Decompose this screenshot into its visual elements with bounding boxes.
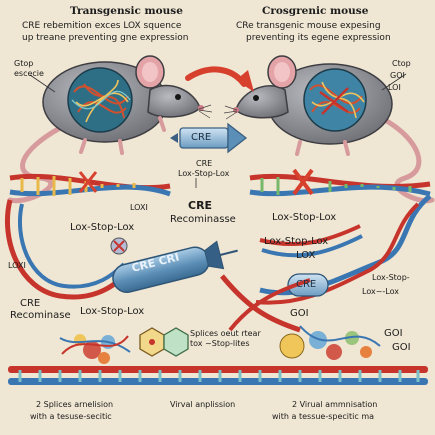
lox-right-label: LOX xyxy=(296,250,316,261)
lower-red-fibers xyxy=(220,274,311,333)
cre-big-label: CRE xyxy=(188,199,213,212)
cre-mid-label: CRE xyxy=(196,159,213,168)
dna-bottom xyxy=(8,366,428,385)
cre-pill-label: CRE xyxy=(296,279,317,290)
pointer-lines xyxy=(29,73,407,188)
cre-arrow xyxy=(170,122,248,154)
ctop-label: Ctop xyxy=(392,59,411,68)
right-subtitle-line-1: CRe transgenic mouse expesing xyxy=(236,21,381,31)
left-subtitle-line-1: CRE rebemition exces LOX squence xyxy=(22,21,182,31)
goi-label-3: GOI xyxy=(392,342,411,353)
right-subtitle-line-2: preventing its egene expression xyxy=(246,33,391,43)
molecule-cluster-right xyxy=(279,325,381,360)
footer-right-line-2: with a tessue-specitic ma xyxy=(272,412,375,421)
left-title: Transgensic mouse xyxy=(70,5,183,17)
goi-label-2: GOI xyxy=(384,328,403,339)
right-mouse xyxy=(223,55,435,204)
recombinase-bottom-label: Recominase xyxy=(10,310,71,321)
splices-label-line-1: Splices oeut rtear xyxy=(190,329,261,338)
lox-stop-lox-left-label: Lox-Stop-Lox xyxy=(70,222,135,233)
ctop-loi-label: LOI xyxy=(388,83,401,92)
cre-capsule xyxy=(112,240,238,293)
recombinase-center-label: Recominasse xyxy=(170,214,236,225)
cre-pill xyxy=(287,273,329,297)
loxi-center-label: LOXI xyxy=(130,203,148,212)
footer-middle: Virval anplission xyxy=(170,400,236,409)
gtop-label-2: escecie xyxy=(14,69,44,78)
cre-arrow-label: CRE xyxy=(191,132,212,143)
lox-stop-lox-right-label-2: Lox-Stop-Lox xyxy=(264,236,329,247)
lox-stop-lox-mid-label: Lox-Stop-Lox xyxy=(178,169,230,178)
right-title: Crosgrenic mouse xyxy=(262,5,369,17)
loxi-left-label: LOXI xyxy=(8,261,26,270)
gtop-label-1: Gtop xyxy=(14,59,34,68)
lox-stop-lox-bottom-label: Lox-Stop-Lox xyxy=(80,306,145,317)
lox-stop-far-label-1: Lox-Stop- xyxy=(372,273,410,282)
splices-label-line-2: tox ~Stop-lites xyxy=(190,339,250,348)
ctop-goi-label: GOI xyxy=(390,71,405,80)
top-red-arrow xyxy=(185,66,254,92)
left-subtitle-line-2: up treane preventing gne expression xyxy=(22,33,189,43)
lox-stop-lox-right-label-1: Lox-Stop-Lox xyxy=(272,212,337,223)
footer-left-line-1: 2 Splices arnelision xyxy=(36,400,114,409)
footer-left-line-2: with a tesuse-secitic xyxy=(30,412,112,421)
dna-upper-left xyxy=(9,171,171,197)
left-mouse xyxy=(7,55,213,204)
cre-bottom-label: CRE xyxy=(20,298,41,309)
center-x-marker xyxy=(110,237,128,255)
dna-upper-right xyxy=(249,168,431,197)
goi-label-1: GOI xyxy=(290,308,309,319)
molecule-cluster-left xyxy=(59,334,131,364)
lox-stop-far-label-2: Lox~-Lox xyxy=(362,287,399,296)
footer-right-line-1: 2 Virual ammnisation xyxy=(292,400,378,409)
molecule-cluster-middle xyxy=(139,327,189,357)
